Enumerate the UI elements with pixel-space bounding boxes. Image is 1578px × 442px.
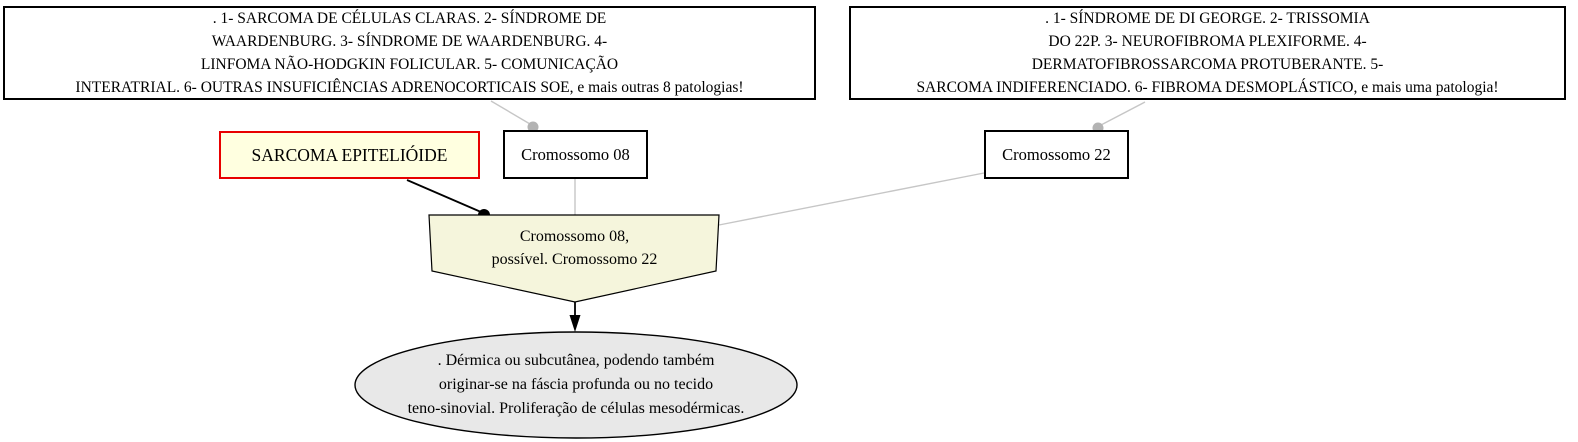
description-line: originar-se na fáscia profunda ou no tec…	[438, 376, 714, 393]
location-line: Cromossomo 08,	[519, 228, 630, 245]
edge-parents-right-to-chromosome-22	[1100, 101, 1146, 126]
location-line: possível. Cromossomo 22	[491, 251, 658, 268]
description-line: teno-sinovial. Proliferação de células m…	[407, 400, 745, 417]
description-node-label: . Dérmica ou subcutânea, podendo também …	[352, 349, 800, 421]
edge-parents-left-to-chromosome-08	[490, 100, 531, 125]
junction-dot-disease	[478, 209, 490, 221]
parents-right-line: . 1- SÍNDROME DE DI GEORGE. 2- TRISSOMIA	[1045, 10, 1370, 27]
parents-right-node: . 1- SÍNDROME DE DI GEORGE. 2- TRISSOMIA…	[849, 6, 1566, 100]
edge-chromosome-22-to-location	[718, 172, 985, 226]
chromosome-08-node: Cromossomo 08	[503, 130, 648, 179]
parents-right-line: SARCOMA INDIFERENCIADO. 6- FIBROMA DESMO…	[916, 79, 1499, 96]
parents-left-node: . 1- SARCOMA DE CÉLULAS CLARAS. 2- SÍNDR…	[3, 6, 816, 100]
disease-node-label: SARCOMA EPITELIÓIDE	[251, 144, 448, 165]
parents-right-line: DERMATOFIBROSSARCOMA PROTUBERANTE. 5-	[1031, 56, 1384, 73]
parents-right-line: DO 22P. 3- NEUROFIBROMA PLEXIFORME. 4-	[1048, 33, 1367, 50]
arrowhead-icon	[569, 315, 581, 332]
disease-node: SARCOMA EPITELIÓIDE	[219, 131, 480, 179]
chromosome-08-label: Cromossomo 08	[521, 144, 630, 164]
parents-left-line: INTERATRIAL. 6- OUTRAS INSUFICIÊNCIAS AD…	[75, 79, 744, 96]
location-node-label: Cromossomo 08, possível. Cromossomo 22	[429, 225, 720, 271]
parents-left-line: . 1- SARCOMA DE CÉLULAS CLARAS. 2- SÍNDR…	[212, 10, 607, 27]
chromosome-22-label: Cromossomo 22	[1002, 144, 1111, 164]
parents-left-line: WAARDENBURG. 3- SÍNDROME DE WAARDENBURG.…	[211, 33, 608, 50]
edge-disease-to-location	[406, 179, 482, 213]
chromosome-22-node: Cromossomo 22	[984, 130, 1129, 179]
description-line: . Dérmica ou subcutânea, podendo também	[437, 352, 715, 369]
parents-left-line: LINFOMA NÃO-HODGKIN FOLICULAR. 5- COMUNI…	[200, 56, 619, 73]
